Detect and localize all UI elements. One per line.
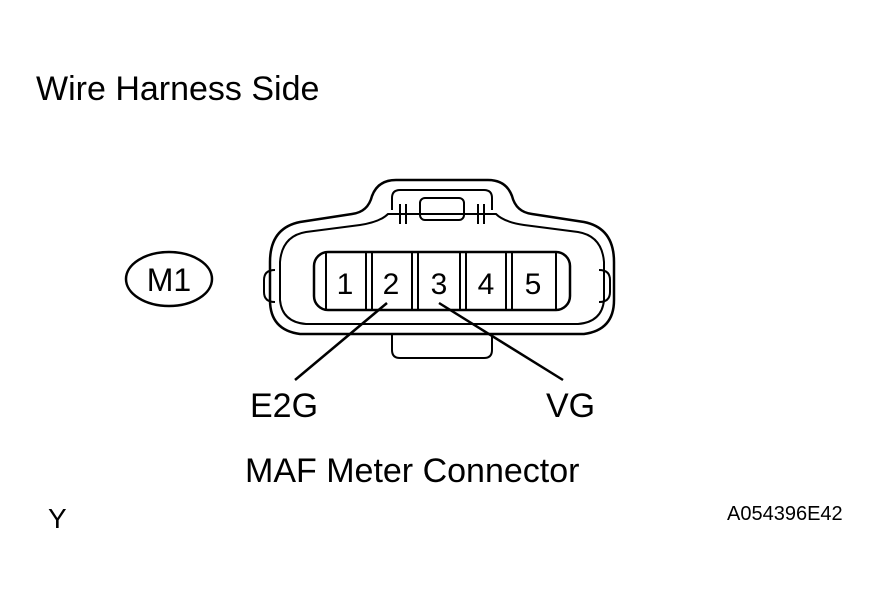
color-code-label: Y (48, 503, 67, 534)
figure-code: A054396E42 (727, 503, 843, 525)
housing-outer (268, 178, 616, 336)
connector-caption: MAF Meter Connector (245, 452, 580, 490)
pin-3: 3 (431, 268, 448, 301)
pin-2: 2 (383, 268, 400, 301)
callout-e2g: E2G (250, 387, 319, 425)
pin-4: 4 (478, 268, 495, 301)
connector-id-ellipse (124, 250, 214, 308)
view-title: Wire Harness Side (36, 70, 320, 108)
pin-5: 5 (525, 268, 542, 301)
leader-e2g (294, 302, 388, 381)
connector-id-label: M1 (147, 262, 191, 298)
callout-vg: VG (546, 387, 596, 425)
pin-1: 1 (337, 268, 354, 301)
leader-vg (438, 301, 564, 382)
